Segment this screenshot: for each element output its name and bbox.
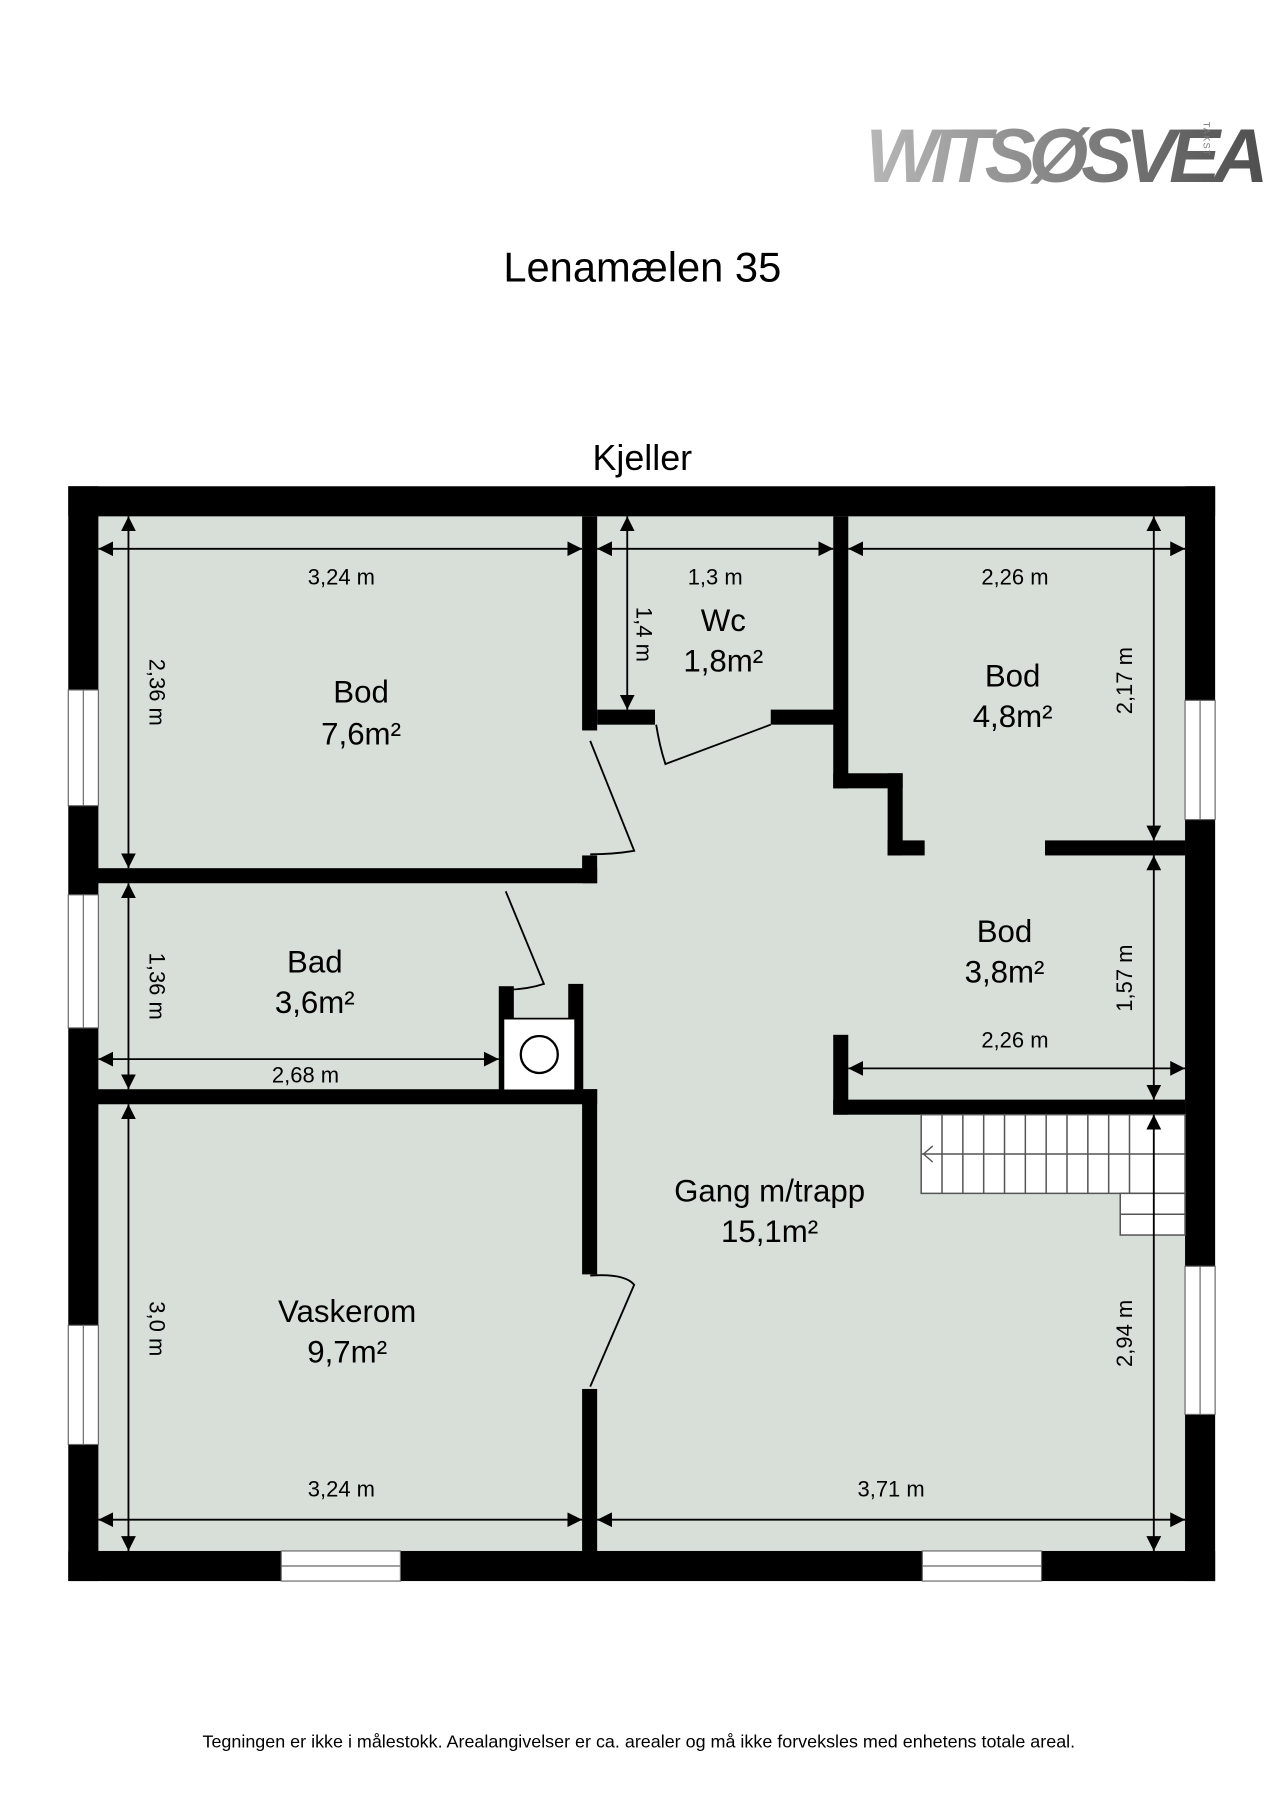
dimension-lines — [98, 516, 1186, 1551]
room-area: 9,7m² — [307, 1334, 387, 1369]
interior-walls — [97, 516, 1186, 1551]
room-area: 3,8m² — [965, 955, 1045, 990]
room-bod-3: Bod 3,8m² 2,26 m 1,57 m — [965, 914, 1137, 1052]
room-wc: Wc 1,8m² 1,3 m 1,4 m — [632, 565, 764, 679]
room-area: 7,6m² — [321, 716, 401, 751]
window-bod-west — [67, 689, 99, 807]
room-depth: 2,17 m — [1112, 647, 1137, 714]
window-bad-west — [67, 894, 99, 1029]
window-gang-east — [1184, 1265, 1216, 1415]
room-bad: Bad 3,6m² 2,68 m 1,36 m — [144, 944, 354, 1087]
stair-direction-icon — [922, 1145, 934, 1163]
staircase — [920, 1113, 1186, 1236]
room-name: Bod — [333, 675, 389, 710]
window-gang-south — [921, 1550, 1043, 1582]
room-width: 3,24 m — [308, 1477, 375, 1502]
room-depth: 2,94 m — [1112, 1300, 1137, 1367]
room-width: 1,3 m — [688, 565, 743, 590]
room-width: 3,24 m — [308, 565, 375, 590]
windows — [67, 689, 1216, 1582]
room-area: 1,8m² — [683, 643, 763, 678]
room-area: 15,1m² — [721, 1214, 818, 1249]
window-bod-east — [1184, 699, 1216, 821]
room-depth: 1,36 m — [144, 953, 169, 1020]
floor-title: Kjeller — [592, 438, 692, 478]
logo-wordmark: WITSØSVEA — [866, 114, 1264, 199]
chimney-flue-icon — [519, 1034, 559, 1075]
page-title: Lenamælen 35 — [503, 243, 781, 290]
door-vaskerom — [589, 1274, 636, 1388]
logo-tag: TAKST — [1202, 122, 1212, 157]
room-name: Vaskerom — [278, 1294, 416, 1329]
door-bad — [504, 890, 546, 991]
room-width: 2,26 m — [981, 1028, 1048, 1053]
room-name: Wc — [701, 603, 746, 638]
door-bod-large — [589, 740, 636, 856]
room-gang: Gang m/trapp 15,1m² 3,71 m 2,94 m — [674, 1173, 1137, 1501]
room-width: 2,68 m — [272, 1062, 339, 1087]
room-name: Bad — [287, 944, 343, 979]
doors — [504, 723, 772, 1388]
room-width: 3,71 m — [858, 1477, 925, 1502]
room-depth: 3,0 m — [144, 1301, 169, 1356]
room-depth: 1,4 m — [632, 607, 657, 662]
window-vaskerom-west — [67, 1324, 99, 1446]
room-depth: 1,57 m — [1112, 945, 1137, 1012]
chimney — [502, 1017, 577, 1092]
room-vaskerom: Vaskerom 9,7m² 3,24 m 3,0 m — [144, 1294, 416, 1502]
window-vaskerom-south — [280, 1550, 401, 1582]
room-bod-1: Bod 7,6m² 3,24 m 2,36 m — [144, 565, 401, 752]
room-name: Bod — [985, 658, 1041, 693]
room-width: 2,26 m — [981, 565, 1048, 590]
room-depth: 2,36 m — [144, 659, 169, 726]
company-logo: WITSØSVEA TAKST — [866, 114, 1270, 199]
floor-area — [97, 516, 1187, 1551]
room-area: 4,8m² — [973, 699, 1053, 734]
room-bod-2: Bod 4,8m² 2,26 m 2,17 m — [973, 565, 1137, 734]
room-area: 3,6m² — [275, 985, 355, 1020]
room-name: Gang m/trapp — [674, 1173, 865, 1208]
door-wc — [655, 723, 772, 766]
room-name: Bod — [977, 914, 1033, 949]
disclaimer: Tegningen er ikke i målestokk. Arealangi… — [202, 1732, 1075, 1752]
